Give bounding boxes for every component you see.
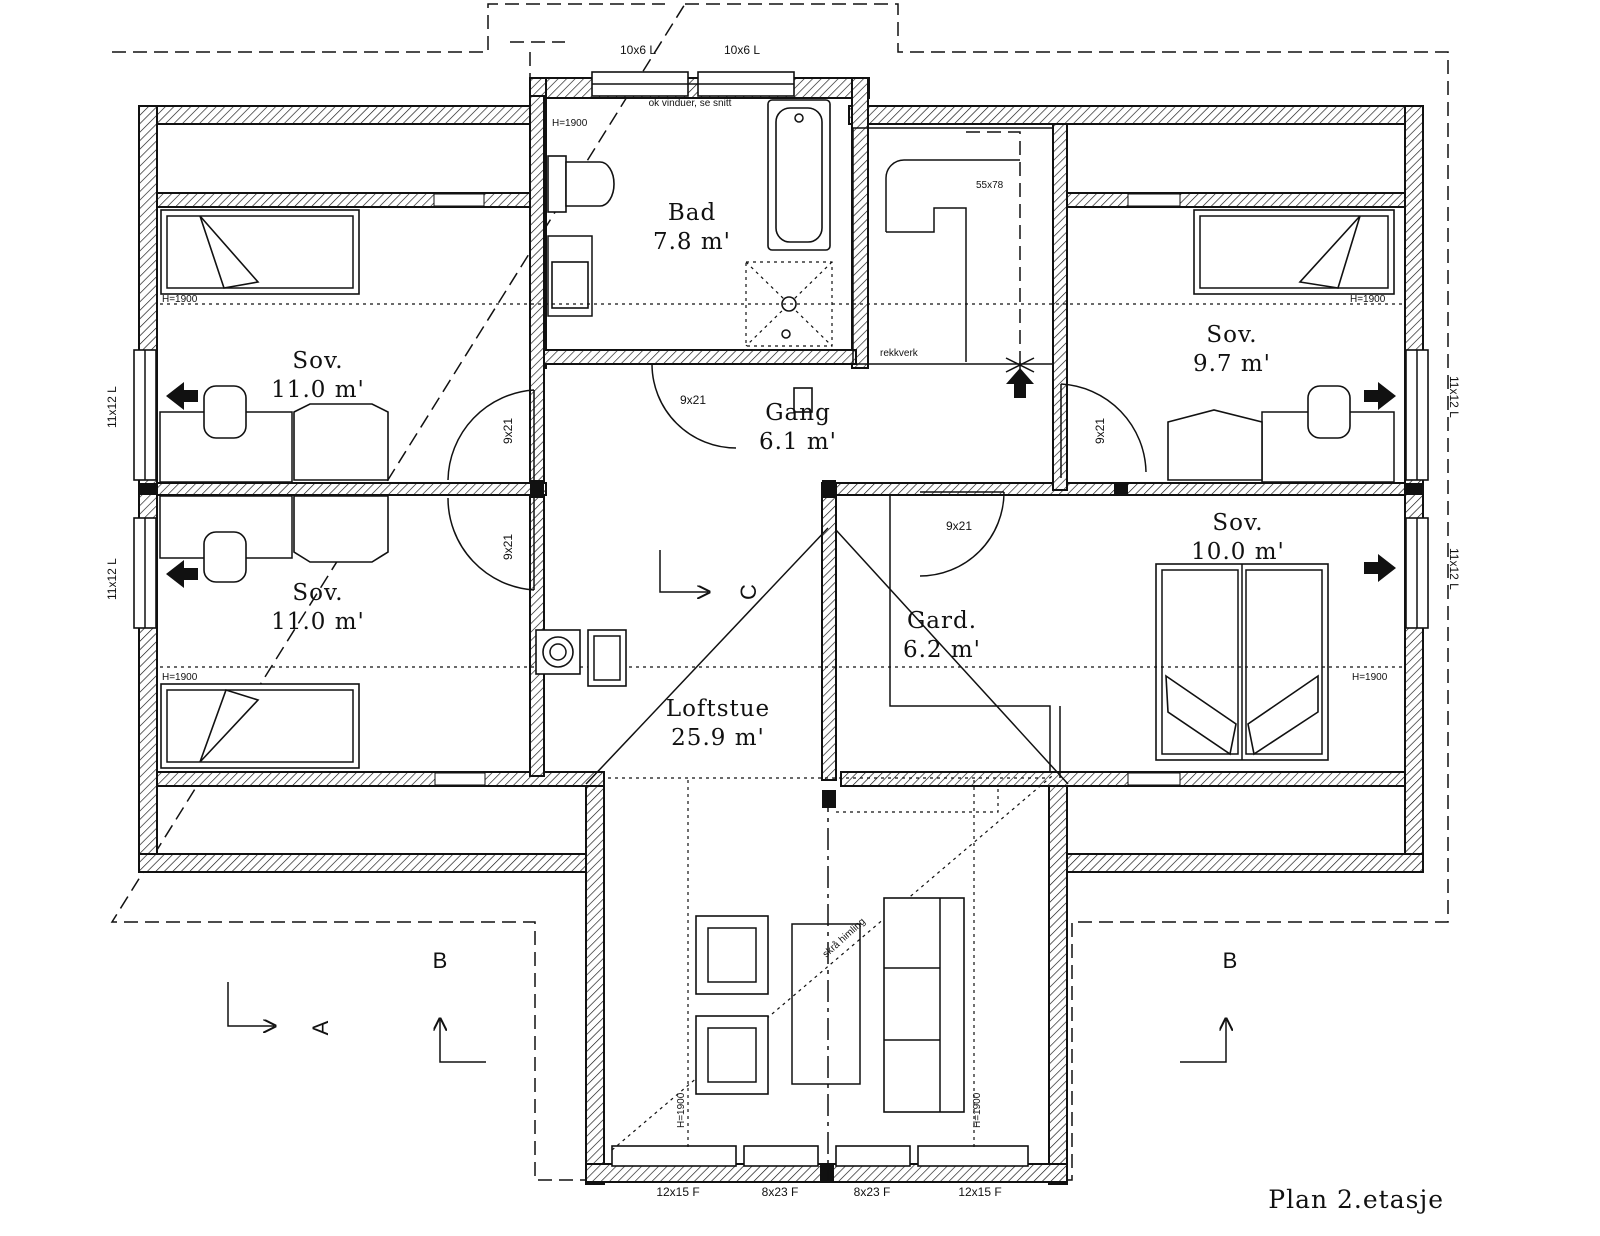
bottom-window-label-3: 8x23 F [854, 1185, 891, 1199]
section-label-b-left: B [433, 948, 448, 973]
door-label-gard: 9x21 [946, 519, 972, 533]
door-label-sov-bottom-left: 9x21 [501, 534, 515, 560]
room-area-gard: 6.2 m' [903, 637, 981, 663]
section-label-c: C [736, 584, 761, 600]
knee-wall-openings [433, 193, 1181, 786]
height-label-top-left: H=1900 [162, 294, 198, 305]
exit-arrows [166, 382, 1396, 588]
height-label-mid-right: H=1900 [1352, 672, 1388, 683]
plan-title: Plan 2.etasje [1268, 1185, 1444, 1214]
rekkverk-label: rekkverk [880, 348, 919, 359]
desks [159, 385, 1395, 583]
sloped-lines [160, 303, 1404, 1180]
room-area-bad: 7.8 m' [653, 229, 731, 255]
interior-walls [139, 95, 1423, 1182]
room-name-sov-mid-right: Sov. [1212, 510, 1263, 536]
room-name-sov-top-right: Sov. [1206, 322, 1257, 348]
room-name-loftstue: Loftstue [666, 696, 770, 722]
doors [447, 363, 1147, 591]
room-area-sov-bottom-left: 11.0 m' [271, 609, 365, 635]
room-name-gard: Gard. [907, 608, 977, 634]
door-label-sov-top-right: 9x21 [1093, 418, 1107, 444]
room-name-bad: Bad [668, 200, 716, 226]
stair-size-label: 55x78 [976, 180, 1004, 191]
note-windows: ok vinduer, se snitt [649, 98, 732, 109]
section-label-a: A [308, 1020, 333, 1035]
side-windows [133, 349, 1429, 629]
bottom-windows [611, 1145, 1029, 1167]
beds [160, 209, 1395, 769]
side-window-label-4: 11x12 L [1447, 548, 1461, 590]
living-furniture [535, 387, 965, 1113]
door-label-sov-top-left: 9x21 [501, 418, 515, 444]
window-label-top-left: 10x6 L [620, 43, 656, 57]
side-window-label-1: 11x12 L [105, 386, 119, 428]
height-label-bottom-left: H=1900 [162, 672, 198, 683]
height-label-bay-left: H=1900 [676, 1092, 687, 1128]
section-label-b-right: B [1223, 948, 1238, 973]
side-window-label-3: 11x12 L [1447, 376, 1461, 418]
room-name-sov-top-left: Sov. [292, 348, 343, 374]
section-markers [227, 550, 1226, 1063]
room-area-sov-top-right: 9.7 m' [1193, 351, 1271, 377]
room-area-sov-mid-right: 10.0 m' [1191, 539, 1285, 565]
wardrobe-area [836, 495, 1061, 813]
height-label-top-right: H=1900 [1350, 294, 1386, 305]
room-area-gang: 6.1 m' [759, 429, 837, 455]
stair [885, 131, 1035, 398]
height-label-bay-right: H=1900 [972, 1092, 983, 1128]
bottom-window-label-2: 8x23 F [762, 1185, 799, 1199]
room-name-gang: Gang [765, 400, 831, 426]
bathroom-fixtures [547, 99, 833, 347]
bottom-window-label-4: 12x15 F [958, 1185, 1001, 1199]
room-area-loftstue: 25.9 m' [671, 725, 765, 751]
top-windows [591, 71, 795, 97]
height-label-bad: H=1900 [552, 118, 588, 129]
door-label-gang: 9x21 [680, 393, 706, 407]
side-window-label-2: 11x12 L [105, 558, 119, 600]
room-area-sov-top-left: 11.0 m' [271, 377, 365, 403]
bottom-window-label-1: 12x15 F [656, 1185, 699, 1199]
room-name-sov-bottom-left: Sov. [292, 580, 343, 606]
window-label-top-right: 10x6 L [724, 43, 760, 57]
